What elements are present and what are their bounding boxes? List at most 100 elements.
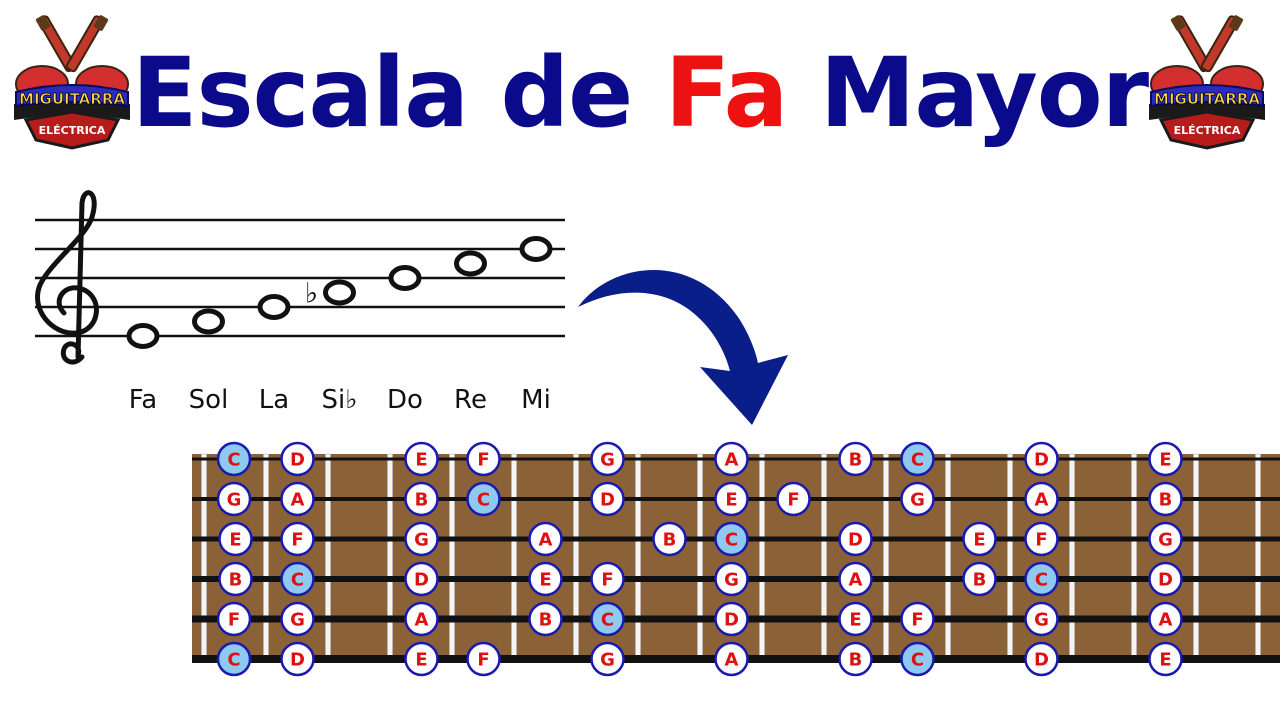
fret-note-label: B [663,530,677,551]
fret-note-label: G [414,530,429,551]
fret-note-label: F [1035,530,1047,551]
fret-note-label: B [539,610,553,631]
flat-accidental: ♭ [305,277,318,310]
whole-note [192,308,225,335]
fret-wire [511,453,517,663]
fret-wire [325,453,331,663]
fret-note-label: G [724,570,739,591]
fret-note-marker: F [466,641,501,677]
fret-note-marker: D [590,481,625,517]
fret-note-marker: D [280,641,315,677]
fret-note-marker: D [1024,441,1059,477]
fret-note-marker: G [404,521,439,557]
logo-line1: MIGUITARRA [1154,90,1260,108]
fret-wire [387,453,393,663]
fret-note-label: D [1034,450,1049,471]
fret-wire [821,453,827,663]
whole-note [519,236,553,262]
fret-note-label: B [973,570,987,591]
fret-note-label: G [600,650,615,671]
fret-note-marker: G [590,441,625,477]
fret-wire [1131,453,1137,663]
fret-note-label: E [973,530,985,551]
fret-note-label: G [600,450,615,471]
fret-note-marker: D [404,561,439,597]
fret-note-label: F [291,530,303,551]
fret-note-marker: G [900,481,935,517]
fret-note-label: B [849,450,863,471]
fret-note-label: E [725,490,737,511]
whole-note [257,294,291,320]
fret-note-label: D [724,610,739,631]
fret-wire [1007,453,1013,663]
note-name-label: Mi [521,385,551,415]
fret-note-marker: E [218,521,253,557]
fret-note-marker: F [280,521,315,557]
fret-note-marker: E [962,521,997,557]
fret-note-label: D [848,530,863,551]
fret-note-label: D [290,650,305,671]
fret-note-label: C [911,450,924,471]
fret-note-marker: B [652,521,687,557]
fret-note-marker: D [1024,641,1059,677]
logo-line2: ELÉCTRICA [1174,124,1241,137]
fret-note-marker: B [528,601,563,637]
fret-note-label: B [849,650,863,671]
fret-note-marker: A [714,641,749,677]
logo-line1: MIGUITARRA [19,90,125,108]
fret-note-marker: B [838,441,873,477]
fret-note-marker: E [838,601,873,637]
fret-note-marker: E [404,641,439,677]
fret-note-label: C [1035,570,1048,591]
fret-note-marker: F [900,601,935,637]
fret-note-marker: E [1148,641,1183,677]
fret-wire [635,453,641,663]
treble-clef-icon [35,190,99,365]
fret-wire [449,453,455,663]
fret-wire [1193,453,1199,663]
fret-note-label: B [229,570,243,591]
fret-note-marker: D [838,521,873,557]
fret-note-marker: B [838,641,873,677]
fret-note-marker: B [218,561,253,597]
fret-note-label: F [911,610,923,631]
fret-wire [697,453,703,663]
fret-note-marker: F [466,441,501,477]
fret-note-label: D [290,450,305,471]
fret-note-marker: D [280,441,315,477]
fret-note-marker: F [776,481,811,517]
fret-note-label: C [601,610,614,631]
whole-note [126,323,160,349]
crossed-guitars-icon: MIGUITARRA ELÉCTRICA [14,15,130,150]
fret-note-marker: A [1148,601,1183,637]
fret-note-label: C [911,650,924,671]
fret-wire [1255,453,1261,663]
fret-note-label: E [849,610,861,631]
brand-logo-left: MIGUITARRA ELÉCTRICA [8,8,136,153]
fret-note-label: F [787,490,799,511]
fret-note-marker: E [528,561,563,597]
fret-note-label: A [1035,490,1049,511]
fret-wire [263,453,269,663]
fret-note-label: A [415,610,429,631]
fret-note-marker: C [714,521,749,557]
fret-note-marker: C [1024,561,1059,597]
fret-note-label: F [477,450,489,471]
fret-note-marker: A [404,601,439,637]
fret-note-label: G [910,490,925,511]
fret-note-marker: B [962,561,997,597]
fret-note-marker: C [900,441,935,477]
logo-line2: ELÉCTRICA [39,124,106,137]
fret-wire [201,453,207,663]
curved-arrow-icon [578,269,788,425]
fret-note-label: B [1159,490,1173,511]
fret-note-marker: C [900,641,935,677]
fret-note-marker: G [216,481,252,517]
fret-note-marker: A [280,481,315,517]
fret-note-marker: G [714,561,749,597]
whole-note [454,250,487,277]
fret-note-marker: A [714,441,749,477]
fret-note-label: A [725,650,739,671]
